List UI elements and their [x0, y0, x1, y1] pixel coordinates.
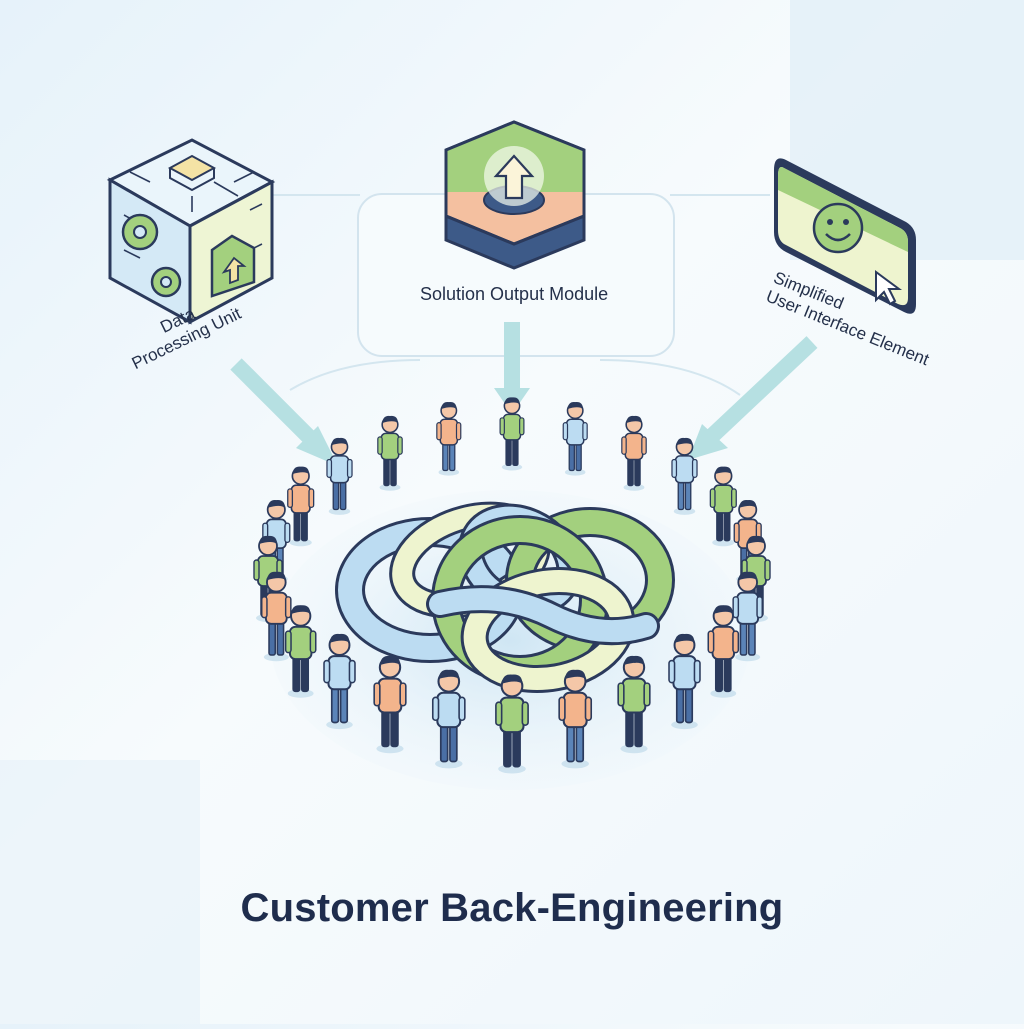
person-figure — [327, 438, 352, 515]
arrow-from-ui — [712, 342, 812, 436]
gear-icon — [123, 215, 157, 249]
person-figure — [710, 467, 736, 547]
person-figure — [288, 467, 314, 547]
person-figure — [437, 402, 461, 476]
person-figure — [378, 416, 402, 491]
person-figure — [563, 402, 587, 476]
person-figure — [622, 416, 646, 491]
person-figure — [500, 397, 524, 470]
arrow-from-dpu — [236, 364, 320, 448]
page-title: Customer Back-Engineering — [0, 886, 1024, 931]
solution-output-module-label: Solution Output Module — [420, 284, 608, 304]
smiley-face-icon — [814, 204, 862, 252]
solution-output-module-hex — [446, 122, 584, 268]
gear-icon — [152, 268, 180, 296]
data-processing-unit-cube — [110, 140, 272, 322]
